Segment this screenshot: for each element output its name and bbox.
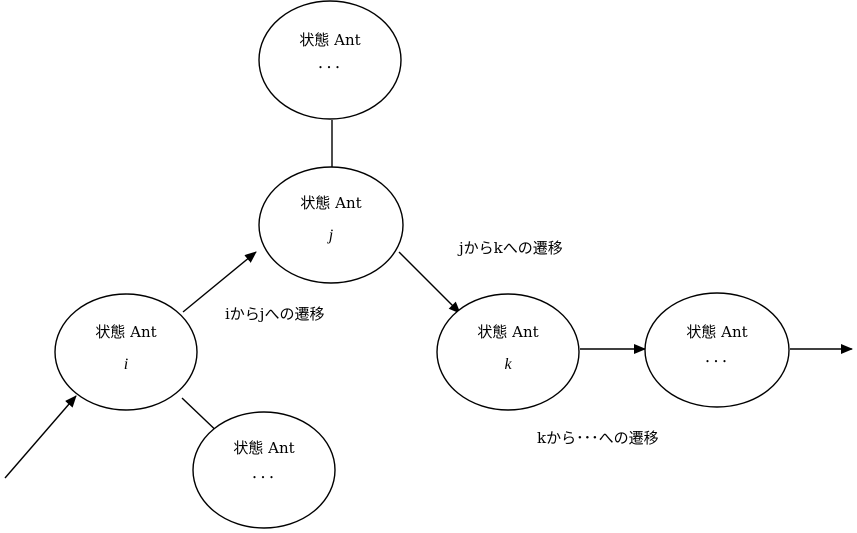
node-state-j-label: 状態 Ant <box>300 194 361 212</box>
edge-j-to-k-arrow <box>398 251 461 314</box>
edge-i-to-j-arrow <box>182 251 257 313</box>
node-next-state-sub: ･･･ <box>704 354 730 369</box>
transition-label-j-to-k: jからkへの遷移 <box>457 239 563 257</box>
node-state-i-sub: i <box>124 356 128 373</box>
node-state-i-label: 状態 Ant <box>95 323 156 341</box>
node-top-state: 状態 Ant ･･･ <box>258 0 402 120</box>
node-lower-state: 状態 Ant ･･･ <box>192 411 336 529</box>
node-lower-state-sub: ･･･ <box>251 470 277 485</box>
edge-incoming-to-i-arrow <box>4 395 77 479</box>
node-state-j-sub: j <box>327 227 334 244</box>
node-state-i: 状態 Ant i <box>54 293 198 411</box>
node-top-state-sub: ･･･ <box>317 60 343 75</box>
node-state-k-label: 状態 Ant <box>477 323 538 341</box>
transition-label-k-to-next: kから･･･への遷移 <box>537 429 659 447</box>
node-lower-state-label: 状態 Ant <box>233 439 294 457</box>
node-state-k: 状態 Ant k <box>436 293 580 411</box>
node-next-state-label: 状態 Ant <box>686 323 747 341</box>
transition-label-i-to-j: iからjへの遷移 <box>225 305 324 323</box>
node-next-state: 状態 Ant ･･･ <box>644 292 790 408</box>
node-state-j: 状態 Ant j <box>258 166 404 284</box>
node-state-k-sub: k <box>504 356 512 373</box>
node-top-state-label: 状態 Ant <box>299 31 360 49</box>
